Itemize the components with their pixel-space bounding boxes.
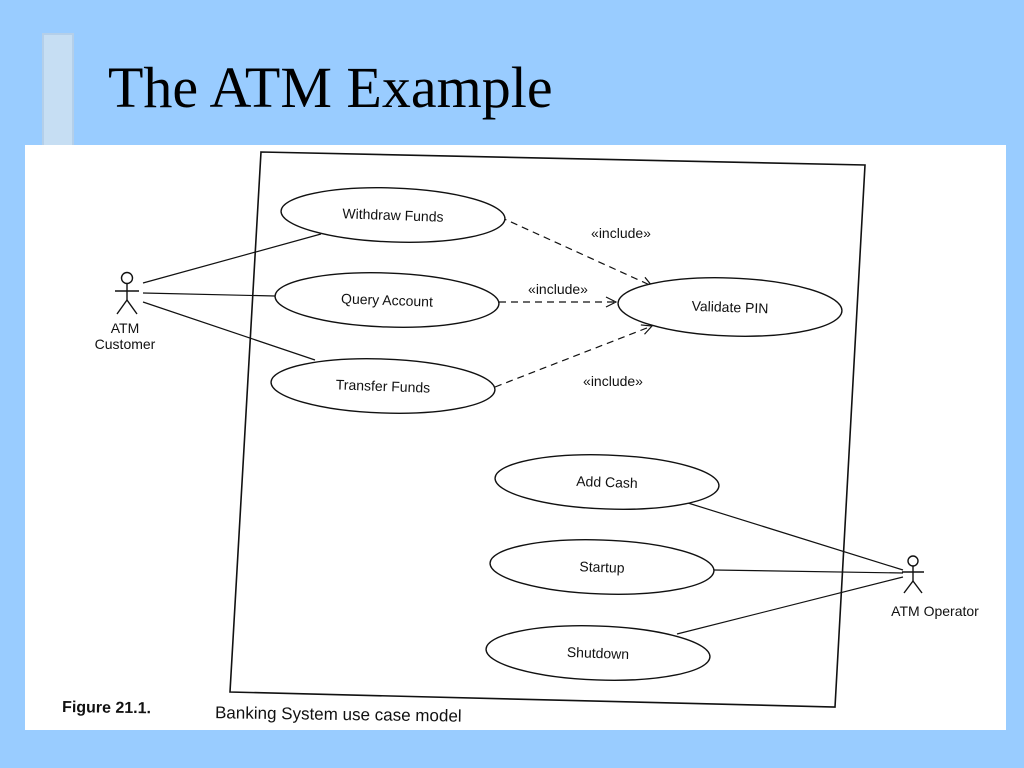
use-case-label: Validate PIN: [691, 298, 768, 317]
use-case-startup: Startup: [489, 539, 715, 595]
use-case-label: Query Account: [341, 290, 433, 309]
actor-customer-label-line2: Customer: [95, 336, 156, 352]
use-case-withdraw-funds: Withdraw Funds: [280, 187, 506, 243]
actor-atm-customer: ATM Customer: [95, 271, 156, 352]
include-arrow-transfer: [494, 326, 652, 388]
include-label-query: «include»: [528, 281, 588, 297]
figure-caption-text: Banking System use case model: [215, 703, 462, 725]
association-customer-transfer: [142, 301, 316, 361]
use-case-label: Shutdown: [567, 644, 630, 662]
use-case-diagram: ATM Customer ATM Operator: [62, 151, 979, 726]
include-arrow-withdraw: [499, 216, 652, 286]
use-case-query-account: Query Account: [274, 272, 500, 328]
use-case-label: Transfer Funds: [336, 376, 431, 395]
use-case-transfer-funds: Transfer Funds: [270, 358, 496, 414]
include-label-withdraw: «include»: [591, 225, 651, 241]
include-label-transfer: «include»: [583, 373, 643, 389]
figure-caption-number: Figure 21.1.: [62, 699, 151, 717]
use-case-label: Withdraw Funds: [342, 205, 444, 225]
association-operator-addcash: [687, 502, 904, 571]
use-case-label: Add Cash: [576, 473, 638, 491]
title-accent-bar: [42, 33, 74, 151]
actor-atm-operator: ATM Operator: [891, 555, 979, 619]
figure-caption: Figure 21.1. Banking System use case mod…: [62, 699, 462, 726]
association-customer-withdraw: [142, 233, 322, 284]
association-operator-startup: [713, 569, 904, 574]
figure-panel: ATM Customer ATM Operator: [25, 145, 1006, 730]
stick-figure-icon: [902, 555, 924, 594]
stick-figure-icon: [115, 271, 139, 315]
actor-customer-label-line1: ATM: [111, 320, 140, 336]
use-case-add-cash: Add Cash: [494, 454, 720, 510]
association-operator-shutdown: [676, 576, 904, 635]
use-case-shutdown: Shutdown: [485, 625, 711, 681]
association-customer-query: [142, 292, 276, 297]
system-boundary: [229, 151, 866, 708]
use-case-label: Startup: [579, 558, 625, 576]
use-case-validate-pin: Validate PIN: [617, 277, 843, 337]
slide-title: The ATM Example: [108, 55, 553, 120]
actor-operator-label: ATM Operator: [891, 603, 979, 619]
